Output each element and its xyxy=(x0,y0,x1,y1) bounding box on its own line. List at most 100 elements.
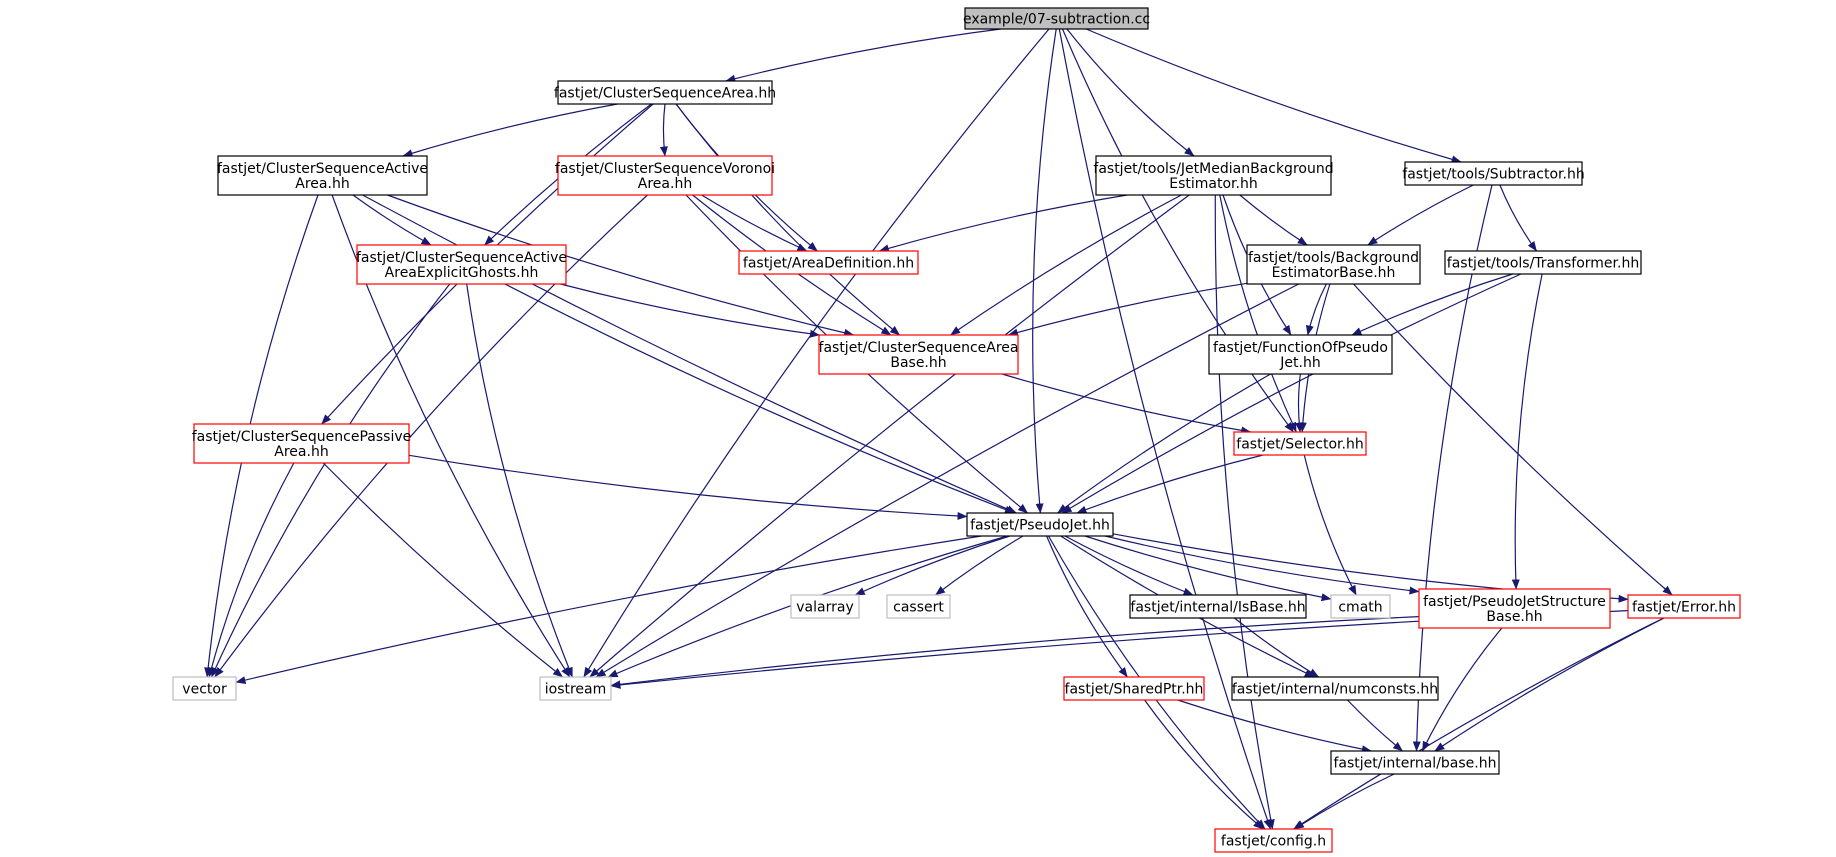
node-label: fastjet/Selector.hh xyxy=(1236,437,1363,453)
node-box xyxy=(1208,334,1393,375)
edge-csab-to-sel xyxy=(1001,373,1252,435)
node-label: Jet.hh xyxy=(1279,355,1320,371)
edge-path xyxy=(1305,283,1327,336)
edge-path xyxy=(1234,617,1320,678)
edge-path xyxy=(207,462,295,678)
node-label: Base.hh xyxy=(1486,609,1542,625)
edge-bgeb-to-iostream xyxy=(595,283,1299,678)
node-label: fastjet/ClusterSequenceActive xyxy=(356,250,567,266)
edge-cspa-to-pj xyxy=(408,454,968,520)
node-box xyxy=(356,244,567,285)
node-cmath: cmath xyxy=(1330,594,1391,619)
node-csa[interactable]: fastjet/ClusterSequenceArea.hh xyxy=(554,80,776,105)
edge-jmbe-to-csab xyxy=(950,194,1182,336)
edge-csa-to-csva xyxy=(659,103,668,157)
edge-path xyxy=(504,283,1015,514)
edge-cspa-to-iostream xyxy=(322,462,563,678)
node-box xyxy=(217,155,428,196)
node-box xyxy=(1404,161,1583,186)
edge-error-to-base xyxy=(1434,617,1665,752)
node-pj[interactable]: fastjet/PseudoJet.hh xyxy=(966,512,1114,537)
edge-csaaeg-to-vector xyxy=(210,283,451,678)
edge-path xyxy=(1085,28,1462,164)
edge-trans-to-fopj xyxy=(1351,273,1513,336)
node-csaaeg[interactable]: fastjet/ClusterSequenceActiveAreaExplici… xyxy=(356,244,567,285)
node-error[interactable]: fastjet/Error.hh xyxy=(1627,594,1741,619)
edge-trans-to-pj xyxy=(1061,273,1522,514)
edge-path xyxy=(352,194,432,246)
edge-path xyxy=(1351,273,1513,336)
edge-path xyxy=(1214,194,1275,830)
node-numc[interactable]: fastjet/internal/numconsts.hh xyxy=(1231,676,1439,701)
edge-path xyxy=(1066,28,1195,157)
edge-path xyxy=(1046,535,1128,678)
node-trans[interactable]: fastjet/tools/Transformer.hh xyxy=(1444,250,1642,275)
node-label: fastjet/FunctionOfPseudo xyxy=(1213,340,1388,356)
edge-error-to-config xyxy=(1293,617,1665,830)
edge-sub-to-bgeb xyxy=(1367,184,1474,246)
node-label: fastjet/tools/JetMedianBackground xyxy=(1093,161,1333,177)
node-label: fastjet/ClusterSequenceActive xyxy=(217,161,428,177)
edge-pj-to-cassert xyxy=(935,535,1024,596)
node-isbase[interactable]: fastjet/internal/IsBase.hh xyxy=(1129,594,1307,619)
edge-jmbe-to-areadef xyxy=(878,194,1128,253)
edge-path xyxy=(1001,373,1252,435)
node-label: Estimator.hh xyxy=(1169,176,1257,192)
edge-pj-to-sptr xyxy=(1046,535,1128,678)
node-box xyxy=(738,250,919,275)
edge-path xyxy=(1144,699,1264,830)
node-box xyxy=(557,80,773,105)
node-jmbe[interactable]: fastjet/tools/JetMedianBackgroundEstimat… xyxy=(1093,155,1334,196)
edge-bgeb-to-error xyxy=(1353,283,1673,596)
node-box xyxy=(1444,250,1642,275)
edge-sptr-to-base xyxy=(1177,699,1372,754)
node-config[interactable]: fastjet/config.h xyxy=(1214,828,1333,853)
node-label: fastjet/tools/Transformer.hh xyxy=(1447,256,1639,272)
edge-jmbe-to-config xyxy=(1214,194,1275,830)
edge-path xyxy=(1511,273,1543,590)
edge-path xyxy=(701,194,808,252)
node-label: iostream xyxy=(545,682,607,698)
node-label: cmath xyxy=(1338,600,1382,616)
node-label: vector xyxy=(182,682,227,698)
node-sub[interactable]: fastjet/tools/Subtractor.hh xyxy=(1402,161,1585,186)
edge-jmbe-to-bgeb xyxy=(1239,194,1308,246)
edge-path xyxy=(1293,773,1395,830)
edge-path xyxy=(878,194,1128,253)
node-areadef[interactable]: fastjet/AreaDefinition.hh xyxy=(738,250,919,275)
node-label: Area.hh xyxy=(638,176,692,192)
node-base[interactable]: fastjet/internal/base.hh xyxy=(1330,750,1500,775)
edge-fopj-to-sel xyxy=(1295,373,1303,433)
node-box xyxy=(1418,588,1611,629)
edge-pj-to-pjsb xyxy=(1104,535,1420,595)
node-box xyxy=(1095,155,1332,196)
edge-path xyxy=(1499,184,1538,252)
node-sptr[interactable]: fastjet/SharedPtr.hh xyxy=(1063,676,1205,701)
node-label: Area.hh xyxy=(274,444,328,460)
edges-layer xyxy=(204,28,1673,830)
node-root[interactable]: example/07-subtraction.cc xyxy=(963,7,1150,30)
edge-base-to-config xyxy=(1293,773,1395,830)
node-label: Area.hh xyxy=(295,176,349,192)
edge-root-to-jmbe xyxy=(1066,28,1195,157)
edge-path xyxy=(408,454,968,520)
node-box xyxy=(539,676,612,701)
edge-bgeb-to-fopj xyxy=(1305,283,1327,336)
edge-pj-to-cmath xyxy=(1084,535,1332,602)
node-label: valarray xyxy=(796,600,853,616)
node-sel[interactable]: fastjet/Selector.hh xyxy=(1233,431,1367,456)
node-label: fastjet/PseudoJetStructure xyxy=(1423,594,1606,610)
edge-path xyxy=(675,103,900,336)
edge-pjsb-to-iostream xyxy=(610,616,1420,689)
node-label: fastjet/ClusterSequenceVoronoi xyxy=(555,161,775,177)
node-label: fastjet/ClusterSequencePassive xyxy=(192,429,412,445)
edge-path xyxy=(1104,535,1420,595)
